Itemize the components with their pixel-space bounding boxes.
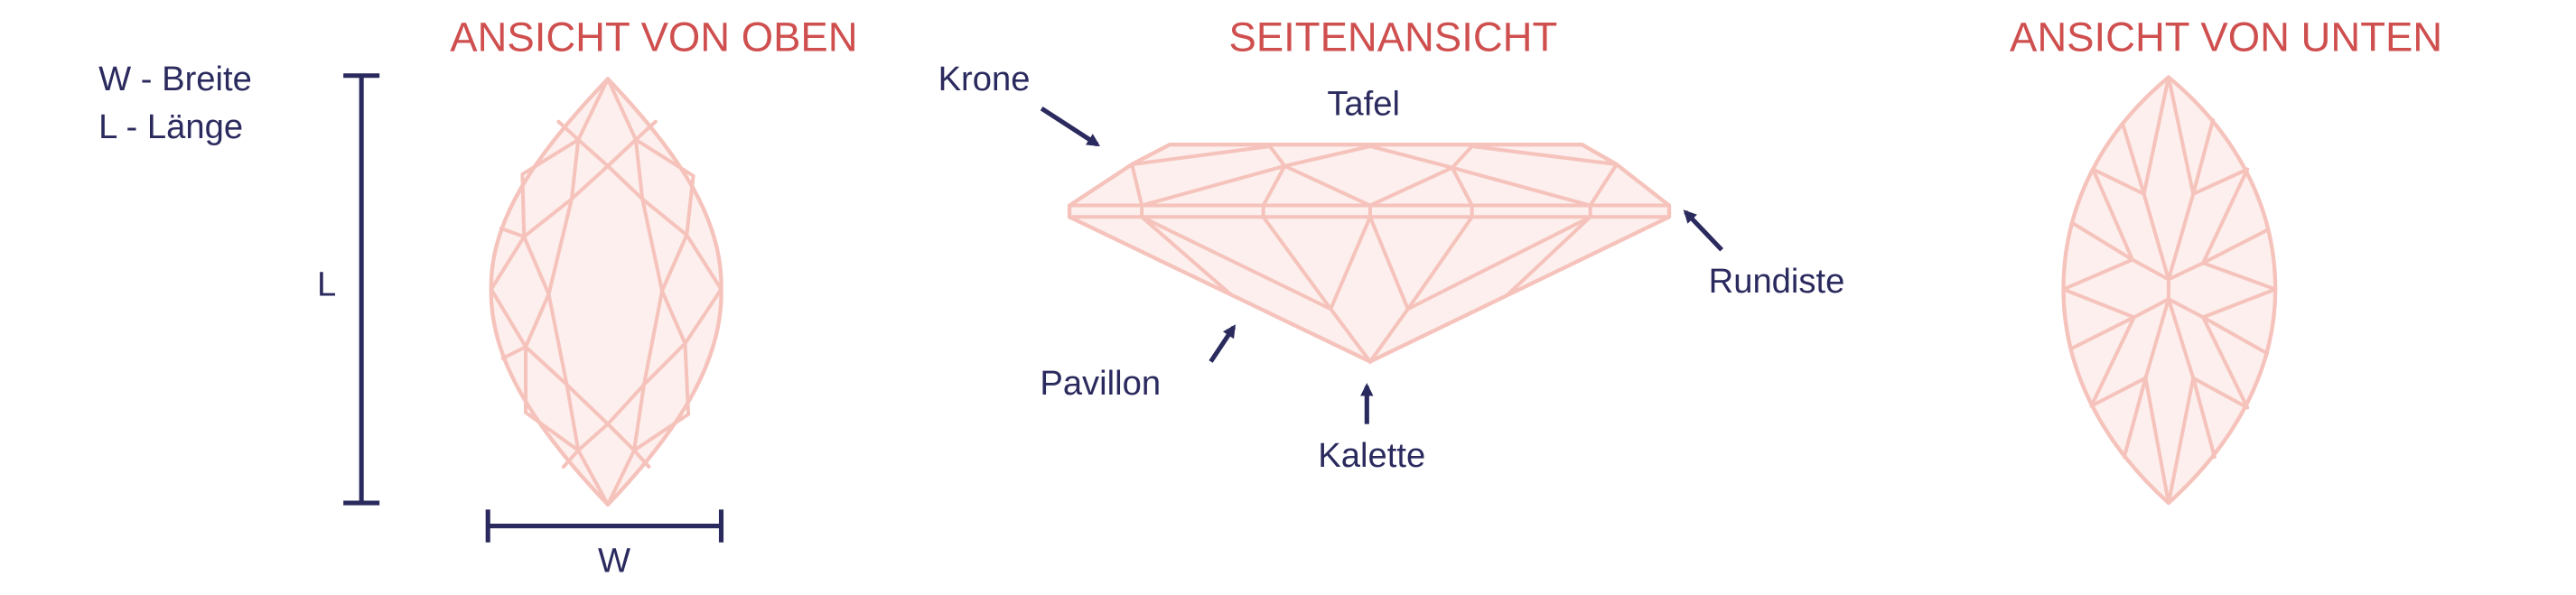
width-label: W [598,541,630,580]
girdle-label: Rundiste [1709,262,1845,301]
legend-width: W - Breite [98,60,252,98]
top-view-gem [489,77,723,507]
crown-label: Krone [938,60,1031,98]
girdle-arrow [1683,209,1724,252]
side-view-gem [1067,143,1672,365]
side-view-title: SEITENANSICHT [1229,14,1558,60]
bottom-view-title: ANSICHT VON UNTEN [2010,14,2442,60]
width-dimension-bar [485,509,724,543]
culet-label: Kalette [1318,436,1425,475]
legend-length: L - Länge [98,107,243,146]
length-dimension-bar [343,73,380,506]
pavilion-label: Pavillon [1040,364,1161,403]
pavilion-arrow [1209,324,1237,363]
top-view-title: ANSICHT VON OBEN [450,14,857,60]
length-label: L [317,265,336,304]
bottom-view-gem [2061,75,2278,506]
table-label: Tafel [1327,84,1400,123]
crown-arrow [1040,107,1101,147]
